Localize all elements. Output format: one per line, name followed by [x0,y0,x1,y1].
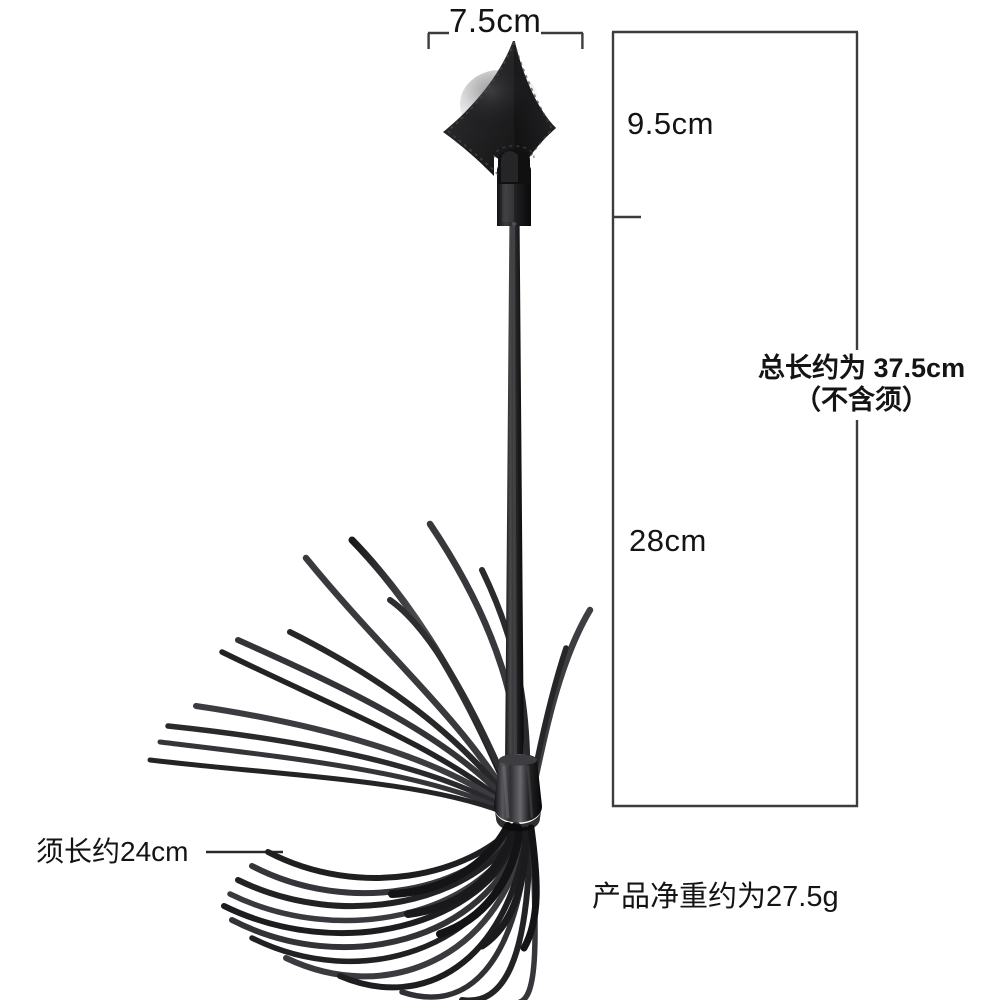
spade-head [443,38,556,187]
total-length-line1: 总长约为 37.5cm [758,353,966,383]
head-height-label: 9.5cm [627,106,714,143]
net-weight-label: 产品净重约为27.5g [592,880,839,915]
tassel-length-label: 须长约24cm [36,835,189,869]
pommel-cap [494,754,542,832]
total-length-line2: （不含须） [794,384,930,415]
tassel-fringe [147,520,594,1000]
total-length-label: 总长约为 37.5cm （不含须） [752,350,972,420]
shaft-length-label: 28cm [629,523,707,560]
head-width-label: 7.5cm [449,2,542,41]
